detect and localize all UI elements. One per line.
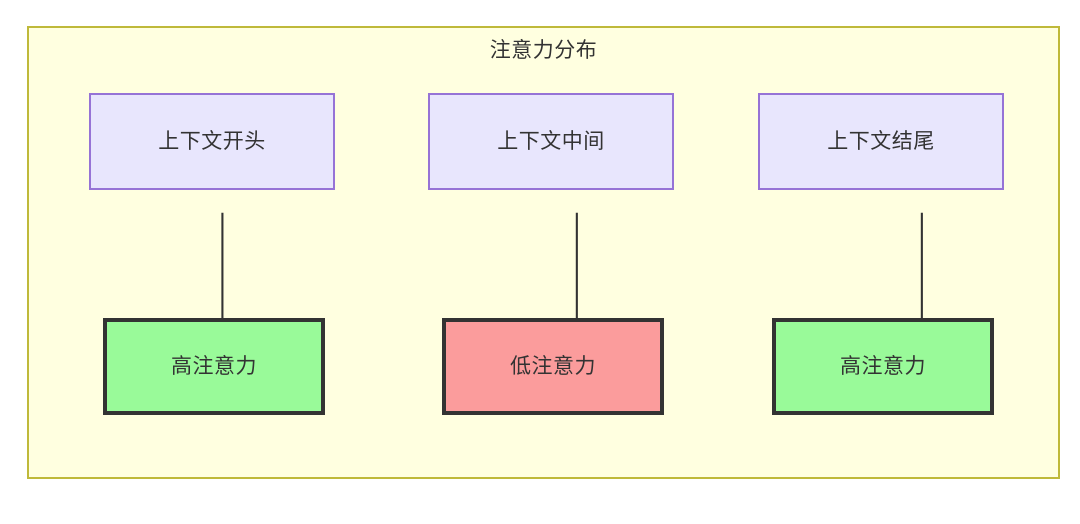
- node-attention-low-middle-label: 低注意力: [510, 354, 596, 378]
- node-attention-high-start[interactable]: 高注意力: [103, 318, 325, 415]
- node-attention-high-end-label: 高注意力: [840, 354, 926, 378]
- diagram-canvas: 注意力分布 上下文开头 上下文中间 上下文结尾 高注意力 低注意力: [27, 26, 1060, 479]
- node-attention-high-end[interactable]: 高注意力: [772, 318, 994, 415]
- node-context-start[interactable]: 上下文开头: [89, 93, 335, 190]
- node-context-start-label: 上下文开头: [158, 129, 266, 153]
- node-context-end[interactable]: 上下文结尾: [758, 93, 1004, 190]
- node-attention-high-start-label: 高注意力: [171, 354, 257, 378]
- subgraph-title: 注意力分布: [489, 39, 598, 62]
- node-context-middle-label: 上下文中间: [497, 129, 605, 153]
- node-attention-low-middle[interactable]: 低注意力: [442, 318, 664, 415]
- node-context-end-label: 上下文结尾: [827, 129, 935, 153]
- node-context-middle[interactable]: 上下文中间: [428, 93, 674, 190]
